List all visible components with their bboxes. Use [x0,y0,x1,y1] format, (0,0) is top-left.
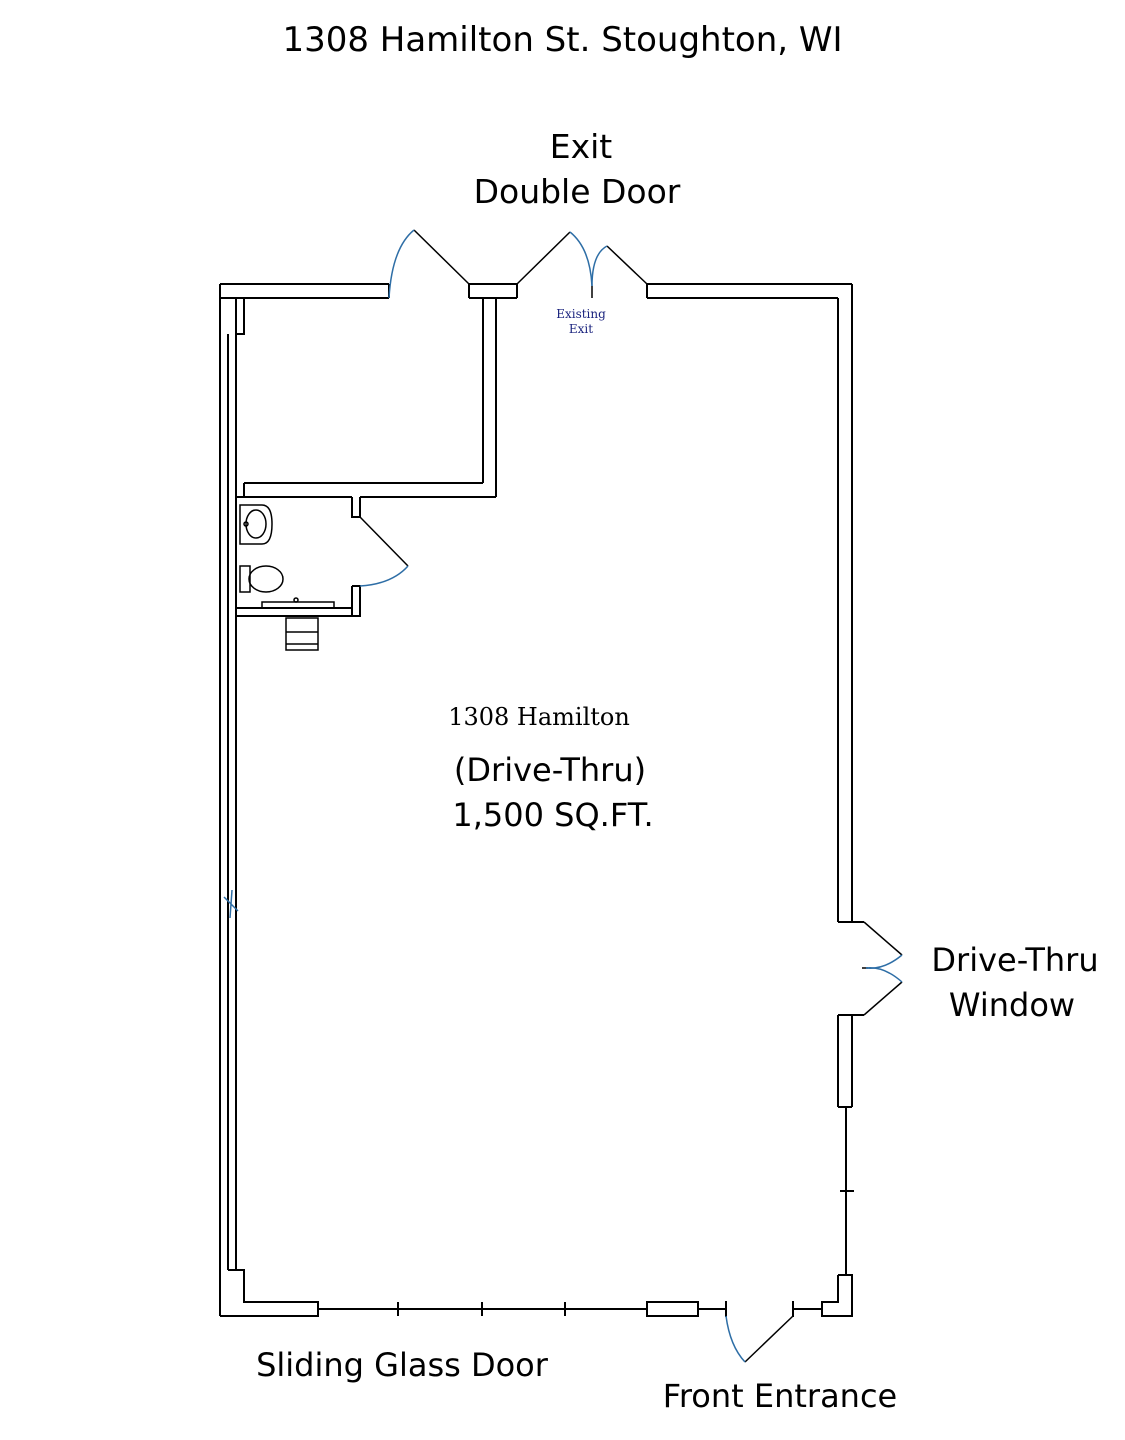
drive-thru-swing-upper [865,954,903,969]
exit-door-swing [388,229,415,299]
existing-exit-swing-left [569,231,593,287]
toilet-icon [239,565,284,593]
unit-area-label: 1,500 SQ.FT. [452,796,654,834]
exit-label: Exit [549,127,613,166]
window-label: Window [948,986,1076,1024]
door-leaves [359,229,903,1363]
drive-thru-swing-lower [865,967,903,983]
existing-exit-label-line2: Exit [568,322,594,336]
plan-title: 1308 Hamilton St. Stoughton, WI [282,20,843,60]
unit-name-label: 1308 Hamilton [448,703,630,731]
sliding-glass-door-label: Sliding Glass Door [256,1346,548,1384]
double-door-label: Double Door [473,172,681,211]
existing-exit-leaf-left [516,231,571,285]
front-entrance-swing [725,1315,746,1363]
existing-exit-swing-right [591,245,608,287]
exit-door-leaf-left [413,229,470,285]
exterior-walls [219,283,864,1317]
sink-icon [239,504,273,545]
restroom-door-leaf [359,516,409,567]
left-wall-marker [223,889,239,919]
drive-thru-label: Drive-Thru [931,941,1099,979]
vanity-icon [261,597,335,609]
existing-exit-label-line1: Existing [556,307,606,321]
unit-type-label: (Drive-Thru) [453,751,647,789]
utility-box-icon [285,617,319,651]
front-entrance-leaf [744,1315,794,1363]
drive-thru-leaf-upper [863,921,903,956]
front-entrance-label: Front Entrance [662,1377,898,1415]
door-swings [223,229,903,1363]
existing-exit-leaf-right [606,245,648,285]
restroom-fixtures [239,504,335,651]
restroom-door-swing [359,565,409,587]
drive-thru-leaf-lower [863,981,903,1016]
